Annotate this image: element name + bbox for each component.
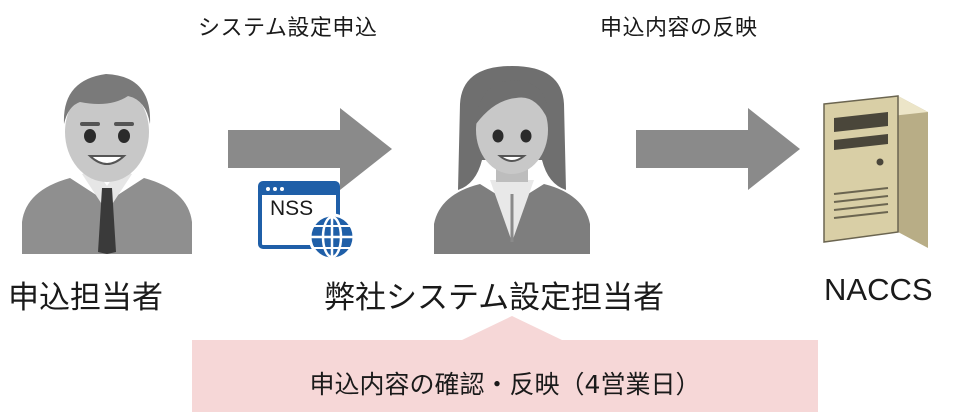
setup-person-label: 弊社システム設定担当者 (324, 280, 665, 316)
arrow-right-2 (636, 108, 800, 190)
naccs-label: NACCS (824, 272, 933, 307)
applicant-label: 申込担当者 (8, 280, 163, 316)
callout-text: 申込内容の確認・反映（4営業日） (309, 370, 701, 399)
step1-label: システム設定申込 (198, 16, 378, 41)
female-person-icon (434, 66, 590, 254)
male-person-icon (22, 74, 192, 254)
arrow-right-1 (228, 108, 392, 190)
nss-app-icon (258, 181, 356, 261)
step2-label: 申込内容の反映 (600, 16, 758, 41)
nss-app-label: NSS (270, 197, 314, 220)
server-icon (823, 95, 928, 248)
